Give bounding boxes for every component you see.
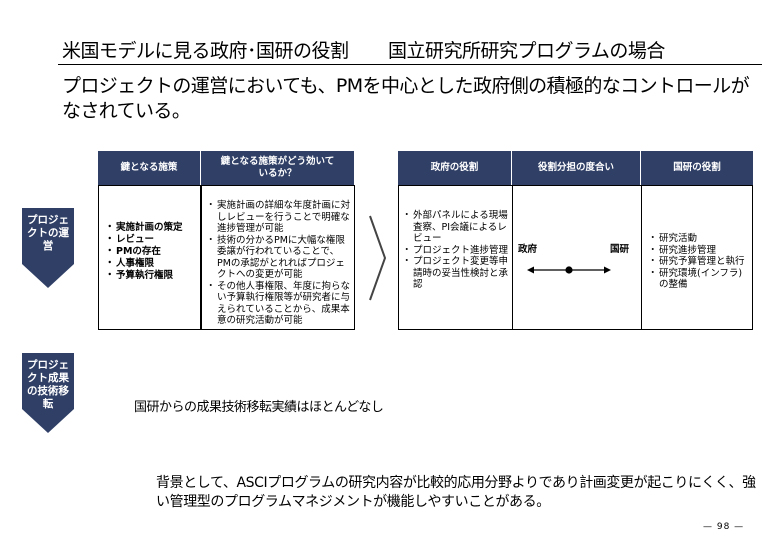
sharing-position-marker — [565, 266, 573, 274]
column-divider — [512, 185, 513, 330]
title-divider — [58, 64, 762, 65]
lead-statement: プロジェクトの運営においても、PMを中心とした政府側の積極的なコントロールがなさ… — [62, 75, 750, 122]
header-lab-role: 国研の役割 — [641, 151, 753, 185]
sidebar-tech-transfer-label: プロジェクト成果の技術移転 — [27, 359, 69, 410]
lab-role-item: 研究進捗管理 — [648, 245, 750, 257]
effect-item: 実施計画の詳細な年度計画に対しレビューを行うことで明確な進捗管理が可能 — [206, 200, 352, 235]
measures-list: 実施計画の策定 レビュー PMの存在 人事権限 予算執行権限 — [105, 222, 197, 282]
lab-roles-list: 研究活動 研究進捗管理 研究予算管理と執行 研究環境(インフラ)の整備 — [648, 233, 750, 291]
measure-item: PMの存在 — [105, 246, 197, 258]
chevron-right-icon — [369, 215, 387, 301]
sidebar-tech-transfer: プロジェクト成果の技術移転 — [22, 353, 74, 433]
header-main-measures: 鍵となる施策 — [98, 151, 201, 185]
sharing-scale — [527, 266, 611, 274]
gov-roles-list: 外部パネルによる現場査察、PI会議によるレビュー プロジェクト進捗管理 プロジェ… — [402, 210, 508, 291]
measure-item: 人事権限 — [105, 258, 197, 270]
lab-role-item: 研究環境(インフラ)の整備 — [648, 268, 750, 291]
measures-box: 実施計画の策定 レビュー PMの存在 人事権限 予算執行権限 — [98, 185, 201, 330]
gov-role-item: プロジェクト変更等申請時の妥当性検討と承認 — [402, 256, 508, 291]
page-title: 米国モデルに見る政府･国研の役割 — [62, 40, 349, 62]
gov-role-item: プロジェクト進捗管理 — [402, 245, 508, 257]
tech-transfer-text: 国研からの成果技術移転実績はほとんどなし — [134, 400, 384, 415]
effect-item: その他人事権限、年度に拘らない予算執行権限等が研究者に与えられていることから、成… — [206, 281, 352, 327]
measure-item: 実施計画の策定 — [105, 222, 197, 234]
effects-list: 実施計画の詳細な年度計画に対しレビューを行うことで明確な進捗管理が可能 技術の分… — [206, 200, 352, 327]
gov-role-item: 外部パネルによる現場査察、PI会議によるレビュー — [402, 210, 508, 245]
measure-item: レビュー — [105, 234, 197, 246]
sharing-label-gov: 政府 — [518, 244, 538, 255]
lab-role-item: 研究活動 — [648, 233, 750, 245]
lab-role-item: 研究予算管理と執行 — [648, 256, 750, 268]
page-number: — 98 — — [703, 522, 745, 532]
sidebar-project-management: プロジェクトの運営 — [22, 208, 74, 288]
header-how-effective: 鍵となる施策がどう効いているか？ — [201, 151, 355, 185]
background-note: 背景として、ASCIプログラムの研究内容が比較的応用分野よりであり計画変更が起こ… — [156, 475, 756, 510]
header-sharing: 役割分担の度合い — [512, 151, 641, 185]
effects-box: 実施計画の詳細な年度計画に対しレビューを行うことで明確な進捗管理が可能 技術の分… — [201, 185, 355, 330]
column-divider — [641, 185, 642, 330]
header-gov-role: 政府の役割 — [398, 151, 512, 185]
sharing-label-lab: 国研 — [610, 244, 630, 255]
page-subtitle: 国立研究所研究プログラムの場合 — [388, 40, 665, 62]
sidebar-project-management-label: プロジェクトの運営 — [27, 214, 69, 252]
effect-item: 技術の分かるPMに大幅な権限委譲が行われていることで、PMの承認がとれればプロジ… — [206, 235, 352, 281]
measure-item: 予算執行権限 — [105, 270, 197, 282]
